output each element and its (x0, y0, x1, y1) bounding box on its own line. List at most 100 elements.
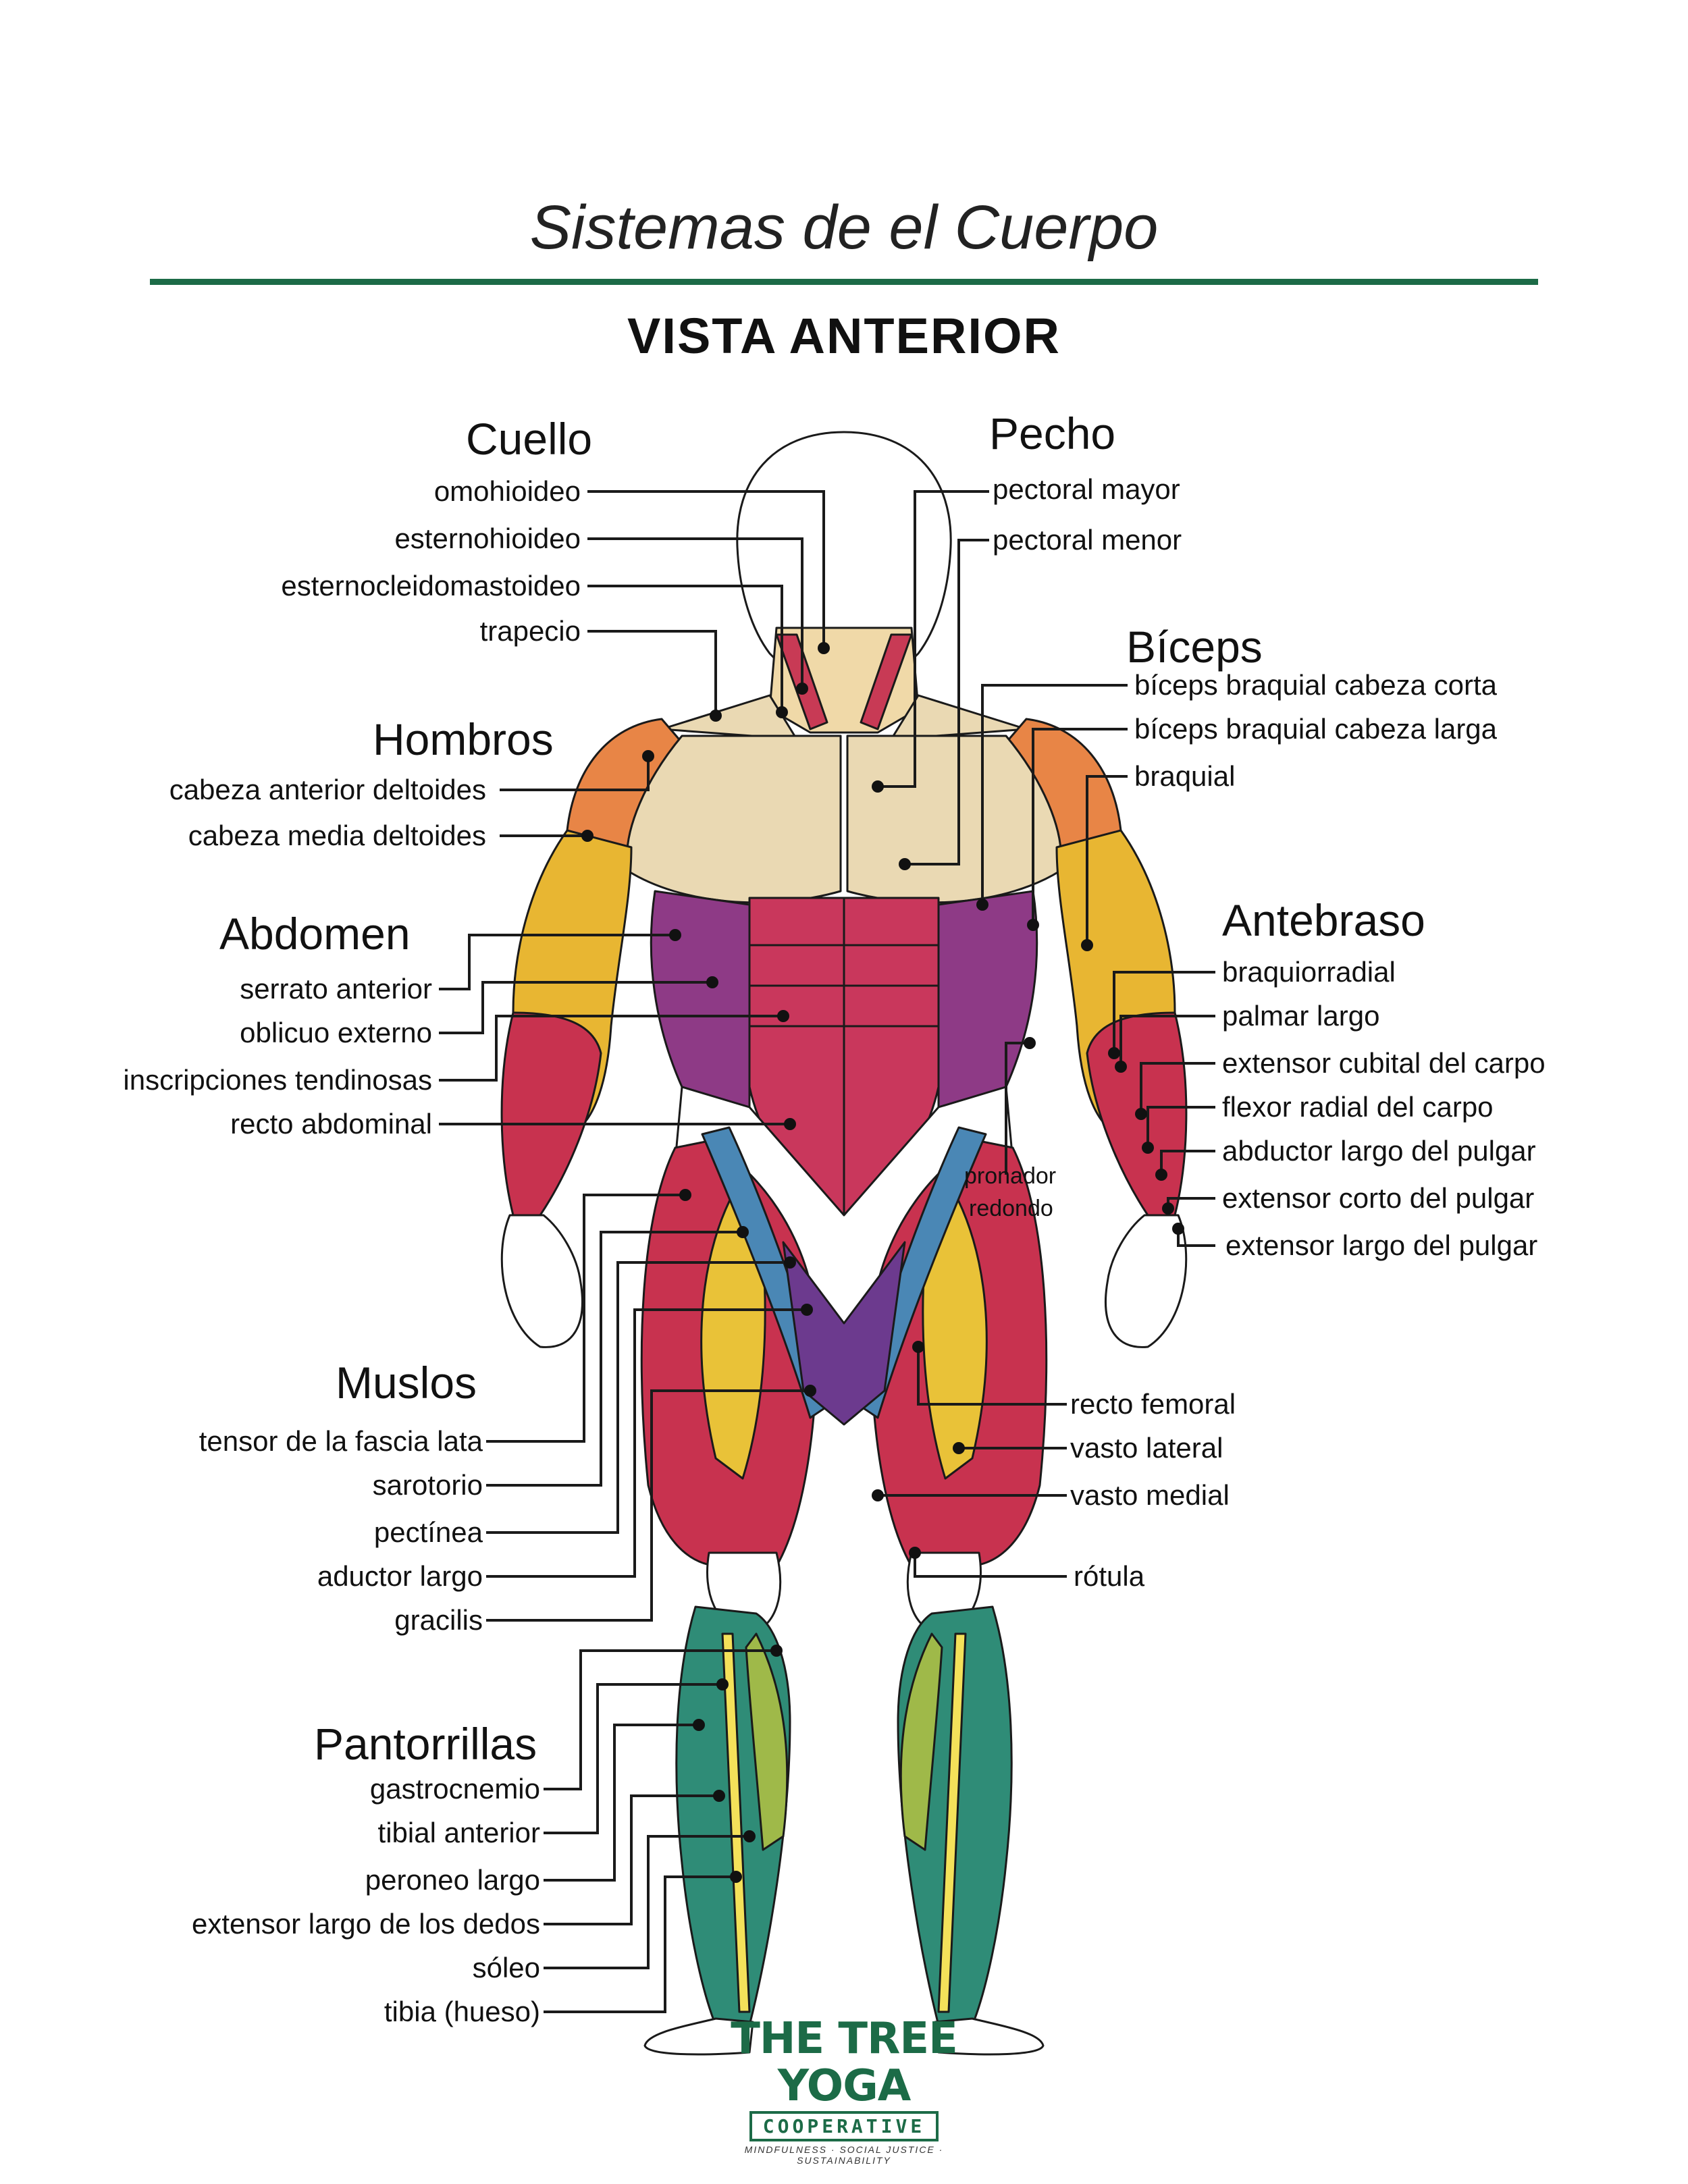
leader-dot (796, 683, 808, 695)
hand-right (1105, 1214, 1188, 1348)
leader-trapecio (587, 630, 717, 716)
forearm-left (500, 1011, 602, 1217)
leader-dot (1081, 939, 1093, 951)
leader-dot (716, 1678, 729, 1690)
label-tibial-anterior: tibial anterior (377, 1817, 540, 1848)
leader-abductor (1160, 1150, 1215, 1175)
leader-dot (776, 706, 788, 718)
leader-dot (872, 1489, 884, 1501)
leader-pronador (1005, 1042, 1030, 1175)
label-tibia: tibia (hueso) (384, 1996, 540, 2027)
leader-dot (872, 780, 884, 793)
leader-dot (1135, 1108, 1147, 1120)
oblique-left (650, 890, 751, 1109)
leader-dot (693, 1719, 705, 1731)
leader-dot (1027, 919, 1039, 931)
leader-dot (777, 1010, 789, 1022)
leader-flexor-radial (1146, 1106, 1215, 1148)
leader-braquial (1086, 775, 1128, 945)
group-title-abdomen: Abdomen (219, 909, 411, 959)
leader-inscripciones (439, 1015, 783, 1082)
sternocleidomastoid-right (860, 633, 913, 730)
leader-esternocleidomastoideo (587, 585, 783, 712)
label-soleo: sóleo (472, 1952, 540, 1983)
label-pectoral-menor: pectoral menor (993, 524, 1182, 556)
label-omohioideo: omohioideo (433, 475, 581, 507)
leader-serrato (439, 934, 675, 990)
leader-dot (784, 1118, 796, 1130)
label-flexor-radial: flexor radial del carpo (1222, 1091, 1494, 1123)
label-cabeza-media: cabeza media deltoides (188, 820, 486, 851)
oblique-right (937, 890, 1038, 1109)
leader-dot (1115, 1061, 1127, 1073)
leader-extensor-dedos (544, 1794, 719, 1925)
foot-right (934, 2017, 1045, 2056)
page-title: Sistemas de el Cuerpo (529, 193, 1159, 262)
label-pectinea: pectínea (373, 1516, 483, 1548)
label-recto-femoral: recto femoral (1070, 1388, 1236, 1420)
label-vasto-medial: vasto medial (1070, 1479, 1230, 1511)
leader-aductor (486, 1308, 807, 1578)
leader-omohioideo (587, 490, 825, 648)
leader-tensor (486, 1194, 685, 1443)
leader-extensor-cubital (1140, 1062, 1215, 1114)
label-recto-abdominal: recto abdominal (230, 1108, 432, 1140)
label-biceps-larga: bíceps braquial cabeza larga (1134, 713, 1498, 745)
leader-dot (953, 1442, 965, 1454)
label-pronador: pronador (964, 1163, 1057, 1189)
leader-dot (706, 976, 718, 988)
label-extensor-dedos: extensor largo de los dedos (192, 1908, 540, 1940)
leader-dot (784, 1256, 796, 1269)
leader-dot (737, 1226, 749, 1238)
leader-pectinea (486, 1261, 790, 1534)
group-title-biceps: Bíceps (1126, 622, 1263, 672)
label-tensor-fascia: tensor de la fascia lata (199, 1425, 483, 1457)
leader-dot (770, 1645, 783, 1657)
leader-dot (801, 1304, 813, 1316)
leader-gastrocnemio (544, 1649, 776, 1790)
label-gracilis: gracilis (394, 1604, 483, 1636)
page-subtitle: VISTA ANTERIOR (627, 308, 1061, 364)
group-title-muslos: Muslos (336, 1358, 477, 1408)
label-redondo: redondo (969, 1196, 1053, 1221)
label-oblicuo: oblicuo externo (240, 1017, 432, 1048)
label-trapecio: trapecio (479, 615, 581, 647)
label-extensor-corto: extensor corto del pulgar (1222, 1182, 1535, 1214)
leader-palmar (1119, 1015, 1215, 1067)
leader-dot (1024, 1037, 1036, 1049)
tree-yoga-logo: THE TREE YOGA COOPERATIVE MINDFULNESS · … (709, 2015, 979, 2166)
leader-soleo (544, 1835, 749, 1969)
label-pectoral-mayor: pectoral mayor (993, 473, 1180, 505)
leader-dot (976, 899, 988, 911)
leader-dot (912, 1341, 924, 1353)
tibia-left (721, 1632, 751, 2013)
leader-dot (909, 1547, 921, 1559)
label-vasto-lateral: vasto lateral (1070, 1432, 1223, 1464)
tibia-right (937, 1632, 967, 2013)
label-esternocleidomastoideo: esternocleidomastoideo (281, 570, 581, 602)
leader-tibia (544, 1875, 736, 2013)
leader-oblicuo (439, 981, 712, 1034)
leader-gracilis (486, 1389, 810, 1622)
leader-dot (713, 1790, 725, 1802)
leader-dot (743, 1830, 756, 1842)
label-braquial: braquial (1134, 760, 1236, 792)
foot-left (643, 2017, 754, 2056)
leader-rotula (914, 1553, 1067, 1578)
label-serrato: serrato anterior (240, 973, 432, 1005)
leader-pectoral-mayor (878, 490, 989, 788)
hand-left (500, 1214, 583, 1348)
leader-cabeza-anterior (500, 756, 650, 791)
label-abductor-largo: abductor largo del pulgar (1222, 1135, 1536, 1167)
soleus-right (899, 1632, 943, 1851)
leader-dot (899, 858, 911, 870)
leader-biceps-larga (1032, 728, 1128, 925)
leader-dot (1108, 1047, 1120, 1059)
label-extensor-largo-pulgar: extensor largo del pulgar (1225, 1229, 1538, 1261)
label-aductor-largo: aductor largo (317, 1560, 483, 1592)
leader-dot (804, 1385, 816, 1397)
group-title-cuello: Cuello (466, 414, 593, 464)
label-extensor-cubital: extensor cubital del carpo (1222, 1047, 1546, 1079)
label-peroneo-largo: peroneo largo (365, 1864, 540, 1896)
